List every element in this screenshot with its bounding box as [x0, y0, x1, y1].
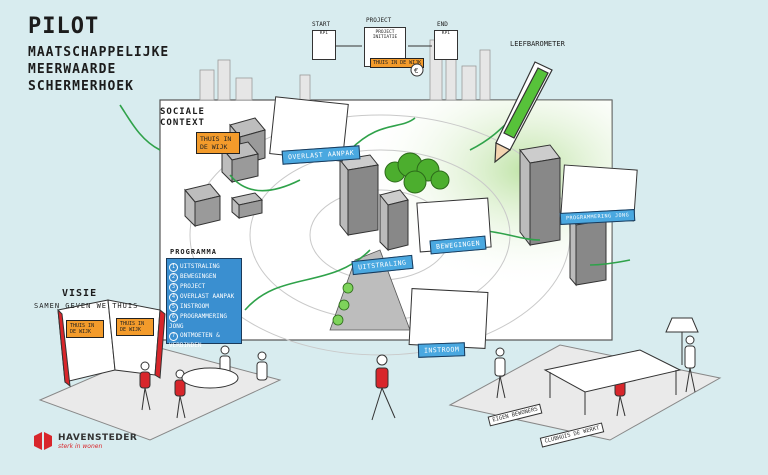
- svg-text:€: €: [414, 67, 418, 75]
- tree-cluster: [384, 152, 450, 194]
- programma-item-label: UITSTRALING: [180, 263, 220, 270]
- table-illustration: [543, 349, 682, 415]
- flow-arrows: €: [336, 45, 432, 77]
- flow-end-label: END: [437, 21, 448, 28]
- page-subtitle: MAATSCHAPPELIJKE MEERWAARDE SCHERMERHOEK: [28, 44, 169, 95]
- subtitle-line: SCHERMERHOEK: [28, 79, 134, 94]
- sociale-context-tag: THUIS IN DE WIJK: [196, 132, 240, 154]
- programma-item-label: PROGRAMMERING JONG: [169, 313, 227, 330]
- leefbarometer-label: LEEFBAROMETER: [510, 40, 565, 48]
- skyline: [199, 39, 491, 101]
- flow-start-doc: KPI: [312, 30, 336, 60]
- programma-item-label: PROJECT: [180, 283, 206, 290]
- flow-start-label: START: [312, 21, 331, 28]
- small-trees: [332, 282, 354, 326]
- logo-tagline: sterk in wonen: [58, 442, 103, 450]
- subtitle-line: MAATSCHAPPELIJKE: [28, 45, 170, 60]
- visie-heading: VISIE: [62, 288, 98, 299]
- logo-name: HAVENSTEDER: [58, 432, 138, 443]
- book-tag-left: THUIS IN DE WIJK: [66, 320, 104, 338]
- programma-item-number: 2: [169, 273, 178, 282]
- book-tag-right: THUIS IN DE WIJK: [116, 318, 154, 336]
- programma-item-label: OVERLAST AANPAK: [180, 293, 235, 300]
- round-table: [181, 367, 239, 389]
- logo: HAVENSTEDER sterk in wonen: [32, 430, 137, 452]
- pencil-illustration: [494, 61, 553, 164]
- programma-item-label: INSTROOM: [180, 303, 209, 310]
- programma-item-number: 7: [169, 332, 178, 341]
- programma-heading: PROGRAMMA: [170, 248, 217, 256]
- programma-item-number: 6: [169, 313, 178, 322]
- programma-item-number: 1: [169, 263, 178, 272]
- subtitle-line: MEERWAARDE: [28, 62, 117, 77]
- flow-project-doc-text: PROJECT INITIATIE: [372, 30, 398, 40]
- flow-project-tag: THUIS IN DE WIJK: [370, 58, 425, 68]
- tag-instroom: INSTROOM: [417, 342, 466, 358]
- flow-end-doc: KPI: [434, 30, 458, 60]
- flow-start-doc-text: KPI: [319, 31, 329, 36]
- programma-item-number: 5: [169, 303, 178, 312]
- page-title: PiLOT: [28, 14, 100, 39]
- flow-project-label: PROJECT: [366, 17, 392, 24]
- visie-subheading: SAMEN GEVEN WE THUIS: [34, 302, 139, 310]
- programma-item-number: 3: [169, 283, 178, 292]
- flow-end-doc-text: KPI: [441, 31, 451, 36]
- programma-item-label: BEWEGINGEN: [180, 273, 217, 280]
- lamp-illustration: [665, 317, 699, 365]
- houses-left: [184, 117, 266, 228]
- havensteder-logo-icon: [34, 432, 52, 450]
- sociale-context-heading: SOCIALE CONTEXT: [160, 107, 205, 128]
- sketch-card-instroom: [408, 288, 489, 349]
- programma-item-label: ONTMOETEN & VERBINDEN: [169, 332, 220, 349]
- programma-item-number: 4: [169, 293, 178, 302]
